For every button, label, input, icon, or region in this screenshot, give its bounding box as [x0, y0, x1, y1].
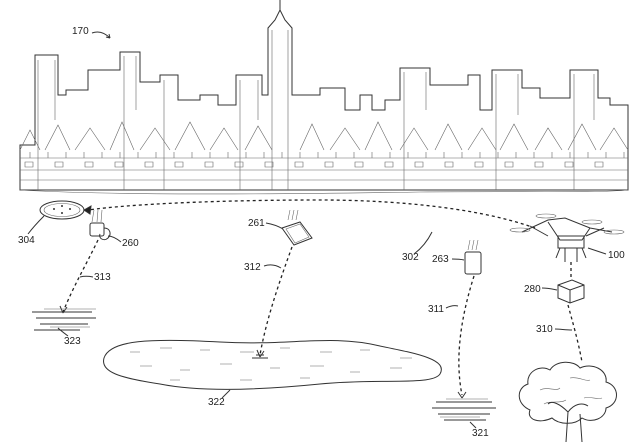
flight-path-arrowhead — [83, 205, 92, 215]
label-device-260: 260 — [122, 238, 139, 249]
label-path-302: 302 — [402, 252, 419, 263]
label-landing-pad: 304 — [18, 235, 35, 246]
label-city: 170 — [72, 26, 89, 37]
label-path-312: 312 — [244, 262, 261, 273]
city-leader-arrow — [91, 31, 111, 39]
label-path-311: 311 — [428, 304, 444, 315]
tree — [518, 361, 617, 442]
label-target-323: 323 — [64, 336, 81, 347]
drop-path-313 — [62, 239, 99, 313]
label-lake: 322 — [208, 397, 225, 408]
target-323 — [32, 308, 96, 331]
label-path-310: 310 — [536, 324, 553, 335]
drop-path-310 — [567, 304, 583, 363]
device-260 — [89, 209, 111, 241]
flight-path-302 — [87, 199, 536, 229]
device-263 — [464, 239, 482, 275]
drop-path-311 — [458, 275, 475, 396]
drone-100 — [509, 213, 625, 262]
target-321 — [432, 398, 496, 421]
label-device-263: 263 — [432, 254, 449, 265]
package-280 — [557, 279, 585, 304]
label-path-313: 313 — [94, 272, 111, 283]
city-skyline — [19, 0, 629, 195]
label-package: 280 — [524, 284, 541, 295]
label-device-261: 261 — [248, 218, 265, 229]
lake-322 — [103, 339, 442, 390]
landing-pad — [39, 200, 85, 220]
device-261 — [281, 209, 313, 246]
label-target-321: 321 — [472, 428, 489, 439]
drop-path-312 — [259, 246, 293, 356]
label-drone: 100 — [608, 250, 625, 261]
